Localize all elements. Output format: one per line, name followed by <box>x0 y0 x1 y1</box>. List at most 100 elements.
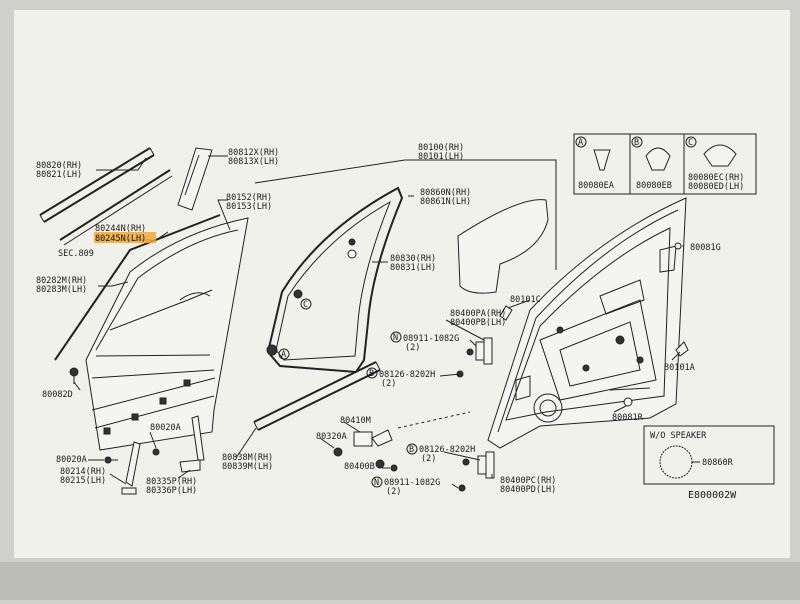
b-circle-2 <box>406 443 418 455</box>
label-80821: 80821(LH) <box>36 170 82 180</box>
clip-80101c <box>499 305 513 321</box>
moulding-80820 <box>39 147 155 223</box>
bolt-80400b <box>390 464 398 472</box>
label-80101c: 80101C <box>510 295 541 305</box>
hinge-lower-80400pc <box>477 451 495 479</box>
label-80812x: 80812X(RH) <box>228 148 279 158</box>
label-80101: 80101(LH) <box>418 152 464 162</box>
label-80214: 80214(RH) <box>60 467 106 477</box>
label-80400pb: 80400PB(LH) <box>450 318 506 328</box>
grommet-80081r <box>623 397 633 407</box>
label-80838m: 80838M(RH) <box>222 453 273 463</box>
outer-door-panel <box>85 217 249 451</box>
n-mark-2: N <box>374 478 379 488</box>
label-80831: 80831(LH) <box>390 263 436 273</box>
b-circle-1 <box>366 367 378 379</box>
label-08911-upper: 08911-1082G <box>403 334 459 344</box>
label-80400pc: 80400PC(RH) <box>500 476 556 486</box>
label-08126-lower: 08126-8202H <box>419 445 475 455</box>
label-80839m: 80839M(LH) <box>222 462 273 472</box>
speaker-box-part: 80860R <box>702 458 734 468</box>
label-80244n: 80244N(RH) <box>95 224 146 234</box>
cover-80860n <box>457 199 549 294</box>
trim-80812x <box>177 147 213 211</box>
label-80215: 80215(LH) <box>60 476 106 486</box>
label-80820: 80820(RH) <box>36 161 82 171</box>
b-mark-2: B <box>409 445 414 455</box>
marker-a-circle <box>278 348 290 360</box>
label-08911-lower-qty: (2) <box>386 487 401 497</box>
label-80320a: 80320A <box>316 432 347 442</box>
door-check-80410m <box>353 411 471 469</box>
label-80400b: 80400B <box>344 462 375 472</box>
clip-c-icon <box>703 144 737 167</box>
label-80152: 80152(RH) <box>226 193 272 203</box>
leader-80100-left <box>254 159 406 184</box>
label-80100: 80100(RH) <box>418 143 464 153</box>
bracket-80214 <box>121 441 141 495</box>
label-80153: 80153(LH) <box>226 202 272 212</box>
label-80101a: 80101A <box>664 363 695 373</box>
diagram-code: E800002W <box>688 490 737 501</box>
label-80283m: 80283M(LH) <box>36 285 87 295</box>
clip-table-a-letter: A <box>578 138 583 148</box>
label-80830: 80830(RH) <box>390 254 436 264</box>
label-80282m: 80282M(RH) <box>36 276 87 286</box>
bracket-80335p <box>179 415 205 473</box>
label-80081g: 80081G <box>690 243 721 253</box>
label-80082d: 80082D <box>42 390 73 400</box>
label-08911-upper-qty: (2) <box>405 343 420 353</box>
marker-c-circle <box>300 298 312 310</box>
label-80400pa: 80400PA(RH) <box>450 309 506 319</box>
bolt-80320a <box>333 447 343 457</box>
moulding-80244n <box>59 169 173 246</box>
clip-table: A 80080EA B 80080EC(RH) 80080EB C 80080E… <box>573 133 757 195</box>
leader-80100 <box>405 159 557 270</box>
n-circle-1 <box>390 331 402 343</box>
trim-80812x-detail <box>184 154 200 196</box>
label-08911-lower: 08911-1082G <box>384 478 440 488</box>
inner-door-panel <box>487 197 687 449</box>
speaker-box: W/O SPEAKER 80860R <box>643 425 775 485</box>
leader-lines <box>73 155 684 489</box>
label-08126-lower-qty: (2) <box>421 454 436 464</box>
label-80245n: 80245N(LH) <box>95 234 146 244</box>
clip-table-c-letter: C <box>688 138 693 148</box>
seal-strip-80838m <box>253 361 381 431</box>
callout-labels: 80820(RH) 80821(LH) 80812X(RH) 80813X(LH… <box>36 143 721 497</box>
clip-table-a-code: 80080EA <box>578 181 614 191</box>
label-80410m: 80410M <box>340 416 371 426</box>
label-08126-upper: 08126-8202H <box>379 370 435 380</box>
label-08126-upper-qty: (2) <box>381 379 396 389</box>
bolt-80020a-left <box>104 456 118 464</box>
clip-table-c-code2: 80080ED(LH) <box>688 182 744 192</box>
n-circle-2 <box>371 476 383 488</box>
bolt-80020a-mid <box>152 448 160 456</box>
grommet-80081g <box>674 242 682 250</box>
label-80813x: 80813X(LH) <box>228 157 279 167</box>
weatherstrip-80830 <box>266 186 404 374</box>
label-80336p: 80336P(LH) <box>146 486 197 496</box>
n-mark-1: N <box>393 333 398 343</box>
clip-b-icon <box>645 147 671 171</box>
b-mark-1: B <box>369 369 374 379</box>
hinge-upper-80400pa <box>475 337 493 365</box>
clip-table-b-letter: B <box>634 138 639 148</box>
label-sec809: SEC.809 <box>58 249 94 259</box>
clip-80082d <box>69 367 79 384</box>
clip-table-c-code: 80080EC(RH) <box>688 173 744 183</box>
speaker-box-title: W/O SPEAKER <box>650 431 707 441</box>
marker-a: A <box>281 350 286 360</box>
label-80020a-2: 80020A <box>56 455 87 465</box>
bolts-hinge <box>456 348 474 492</box>
label-80020a-1: 80020A <box>150 423 181 433</box>
label-80400pd: 80400PD(LH) <box>500 485 556 495</box>
label-80081r: 80081R <box>612 413 644 423</box>
clip-a-icon <box>593 149 611 171</box>
label-80335p: 80335P(RH) <box>146 477 197 487</box>
label-80861n: 80861N(LH) <box>420 197 471 207</box>
marker-c: C <box>303 300 308 310</box>
strip-80282m <box>54 214 221 361</box>
